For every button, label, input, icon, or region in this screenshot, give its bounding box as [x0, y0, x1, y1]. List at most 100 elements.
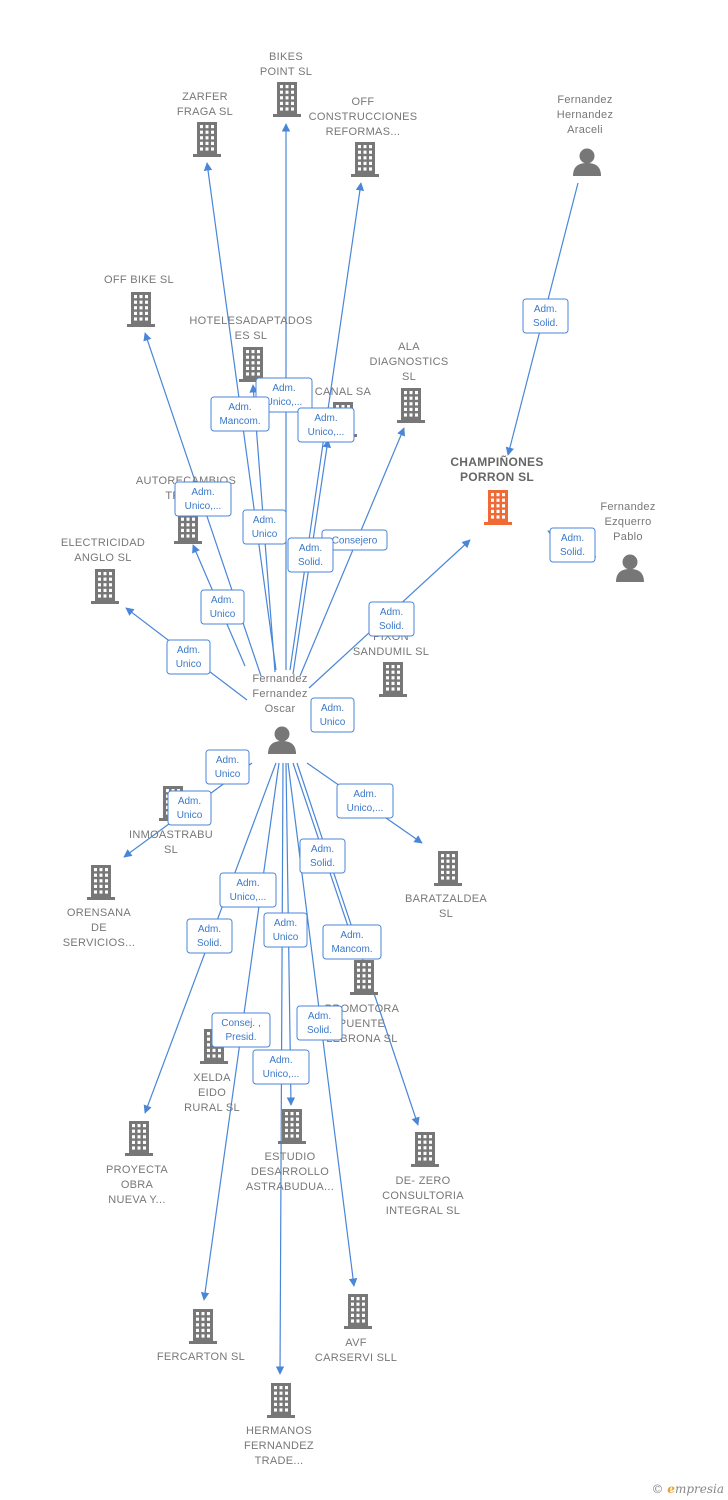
relation-text: Unico	[273, 932, 299, 943]
relation-label-13[interactable]: Adm.Unico	[205, 749, 250, 785]
node-hermanos[interactable]: HERMANOSFERNANDEZTRADE...	[244, 1383, 314, 1467]
node-label-avf-1: CARSERVI SLL	[315, 1352, 397, 1364]
building-icon[interactable]	[125, 1121, 153, 1156]
node-label-inmoa-0: INMOASTRABU	[129, 829, 213, 841]
relation-label-20[interactable]: Adm.Mancom.	[322, 924, 382, 960]
relation-box	[210, 396, 270, 432]
relation-text: Adm.	[216, 755, 239, 766]
relation-box	[211, 1012, 271, 1048]
relation-text: Adm.	[340, 930, 363, 941]
building-icon[interactable]	[278, 1109, 306, 1144]
relation-label-4[interactable]: Adm.Unico,...	[174, 481, 232, 517]
building-icon[interactable]	[397, 388, 425, 423]
relation-label-22[interactable]: Consej. ,Presid.	[211, 1012, 271, 1048]
node-label-offc-1: CONSTRUCCIONES	[309, 111, 418, 123]
building-icon[interactable]	[351, 142, 379, 177]
person-icon[interactable]	[573, 148, 601, 177]
relation-text: Unico,...	[308, 427, 345, 438]
relation-label-7[interactable]: Adm.Solid.	[549, 527, 596, 563]
building-icon[interactable]	[379, 662, 407, 697]
node-label-hotel-1: ES SL	[235, 330, 268, 342]
person-icon[interactable]	[616, 554, 644, 583]
person-icon[interactable]	[268, 726, 296, 755]
node-offbike[interactable]: OFF BIKE SL	[104, 274, 174, 327]
node-label-avf-0: AVF	[345, 1337, 366, 1349]
building-icon[interactable]	[350, 960, 378, 995]
relation-text: Adm.	[177, 645, 200, 656]
node-orensana[interactable]: ORENSANADESERVICIOS...	[63, 865, 135, 949]
relation-label-5[interactable]: Adm.Unico	[242, 509, 287, 545]
building-icon[interactable]	[273, 82, 301, 117]
node-label-hermanos-2: TRADE...	[255, 1455, 304, 1467]
node-label-dezero-2: INTEGRAL SL	[386, 1205, 460, 1217]
relation-label-2[interactable]: Adm.Mancom.	[210, 396, 270, 432]
relation-box	[287, 537, 334, 573]
relation-label-3[interactable]: Adm.Unico,...	[297, 407, 355, 443]
relation-text: Unico	[176, 659, 202, 670]
relation-label-19[interactable]: Adm.Solid.	[186, 918, 233, 954]
building-icon[interactable]	[267, 1383, 295, 1418]
building-icon[interactable]	[411, 1132, 439, 1167]
relation-label-1[interactable]: Adm.Unico,...	[255, 377, 313, 413]
node-label-champ-0: CHAMPIÑONES	[450, 454, 543, 469]
node-offc[interactable]: OFFCONSTRUCCIONESREFORMAS...	[309, 96, 418, 177]
relation-label-10[interactable]: Adm.Solid.	[368, 601, 415, 637]
relation-text: Unico	[320, 717, 346, 728]
relation-label-18[interactable]: Adm. Unico	[263, 912, 308, 948]
building-icon[interactable]	[484, 490, 512, 525]
node-estudio[interactable]: ESTUDIODESARROLLOASTRABUDUA...	[246, 1109, 334, 1193]
relation-text: Unico,...	[185, 501, 222, 512]
relation-text: Adm.	[274, 918, 297, 929]
node-label-dezero-0: DE- ZERO	[396, 1175, 451, 1187]
node-label-zarfer-0: ZARFER	[182, 91, 228, 103]
relation-label-21[interactable]: Adm.Solid.	[296, 1005, 343, 1041]
relation-label-9[interactable]: Adm.Unico	[200, 589, 245, 625]
node-label-proyecta-1: OBRA	[121, 1179, 154, 1191]
node-avf[interactable]: AVF CARSERVI SLL	[315, 1294, 397, 1364]
footer-brand[interactable]: © empresia	[651, 1482, 724, 1496]
building-icon[interactable]	[193, 122, 221, 157]
relation-label-16[interactable]: Adm.Solid.	[299, 838, 346, 874]
building-icon[interactable]	[127, 292, 155, 327]
building-icon[interactable]	[189, 1309, 217, 1344]
building-icon[interactable]	[91, 569, 119, 604]
relation-label-0[interactable]: Adm.Solid.	[522, 298, 569, 334]
node-label-foscar-0: Fernandez	[252, 673, 307, 685]
node-fercarton[interactable]: FERCARTON SL	[157, 1309, 245, 1363]
relation-label-14[interactable]: Adm.Unico	[167, 790, 212, 826]
building-icon[interactable]	[87, 865, 115, 900]
relation-box	[368, 601, 415, 637]
building-icon[interactable]	[434, 851, 462, 886]
node-label-zarfer-1: FRAGA SL	[177, 106, 233, 118]
node-label-fep-0: Fernandez	[600, 501, 655, 513]
node-label-orensana-0: ORENSANA	[67, 907, 131, 919]
relation-label-11[interactable]: Adm. Unico	[166, 639, 211, 675]
relation-text: Unico	[210, 609, 236, 620]
relation-label-15[interactable]: Adm.Unico,...	[336, 783, 394, 819]
node-label-bikes-0: BIKES	[269, 51, 303, 63]
building-icon[interactable]	[344, 1294, 372, 1329]
building-icon[interactable]	[239, 347, 267, 382]
relation-label-12[interactable]: Adm.Unico	[310, 697, 355, 733]
relation-box	[310, 697, 355, 733]
relation-label-23[interactable]: Adm.Unico,...	[252, 1049, 310, 1085]
node-zarfer[interactable]: ZARFER FRAGA SL	[177, 91, 233, 157]
relation-label-17[interactable]: Adm.Unico,...	[219, 872, 277, 908]
relation-label-8[interactable]: Adm.Solid.	[287, 537, 334, 573]
building-icon[interactable]	[174, 509, 202, 544]
relation-text: Solid.	[307, 1025, 332, 1036]
